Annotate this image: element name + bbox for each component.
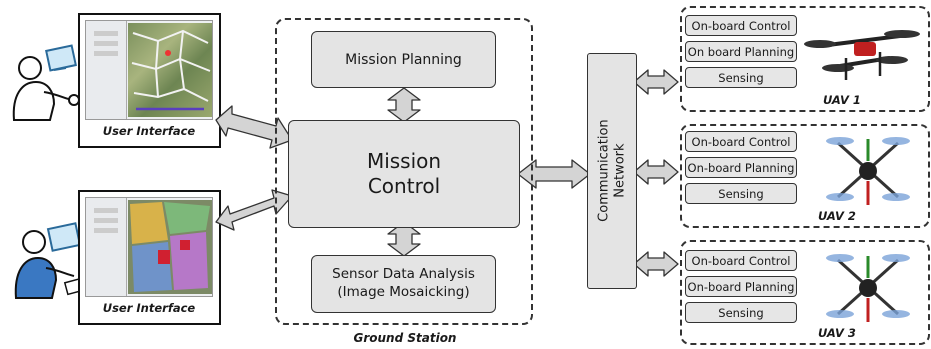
map-screenshot [85, 20, 213, 120]
arrow-network-uav3 [633, 251, 679, 277]
quadcopter-icon-uav1 [804, 30, 920, 80]
uav3-onboard-control: On-board Control [685, 250, 797, 271]
user-person-icon-top [12, 44, 80, 121]
mosaic-screenshot [85, 197, 213, 297]
uav1-label: UAV 1 [823, 93, 861, 107]
sensor-data-analysis-box: Sensor Data Analysis (Image Mosaicking) [311, 255, 496, 313]
user-interface-window-bottom: User Interface [78, 190, 221, 325]
user-interface-window-top: User Interface [78, 13, 221, 148]
uav1-onboard-planning: On board Planning [685, 41, 797, 62]
quadcopter-icon-uav3 [826, 254, 910, 322]
user-person-icon-bottom [14, 222, 89, 299]
sensor-line1: Sensor Data Analysis [332, 266, 475, 283]
uav2-onboard-control: On-board Control [685, 131, 797, 152]
uav2-onboard-planning: On-board Planning [685, 157, 797, 178]
uav3-group [680, 240, 930, 345]
communication-network-box: Communication Network [587, 53, 637, 289]
uav3-label: UAV 3 [818, 326, 856, 340]
uav2-sensing: Sensing [685, 183, 797, 204]
mission-control-box: Mission Control [288, 120, 520, 228]
quadcopter-icon-uav2 [826, 137, 910, 205]
uav2-group [680, 124, 930, 228]
uav2-label: UAV 2 [818, 209, 856, 223]
uav3-onboard-planning: On-board Planning [685, 276, 797, 297]
user-interface-label-bottom: User Interface [102, 301, 196, 315]
sensor-line2: (Image Mosaicking) [337, 284, 470, 300]
mission-planning-box: Mission Planning [311, 31, 496, 88]
uav1-group [680, 6, 930, 112]
uav3-sensing: Sensing [685, 302, 797, 323]
arrow-network-uav2 [633, 159, 679, 185]
user-interface-label-top: User Interface [102, 124, 196, 138]
uav1-sensing: Sensing [685, 67, 797, 88]
uav1-onboard-control: On-board Control [685, 15, 797, 36]
ground-station-label: Ground Station [353, 331, 457, 345]
mission-control-line1: Mission [366, 149, 442, 173]
mission-control-line2: Control [367, 174, 441, 198]
arrow-network-uav1 [633, 69, 679, 95]
network-label: Communication Network [596, 119, 627, 223]
ground-station-group [275, 18, 533, 325]
